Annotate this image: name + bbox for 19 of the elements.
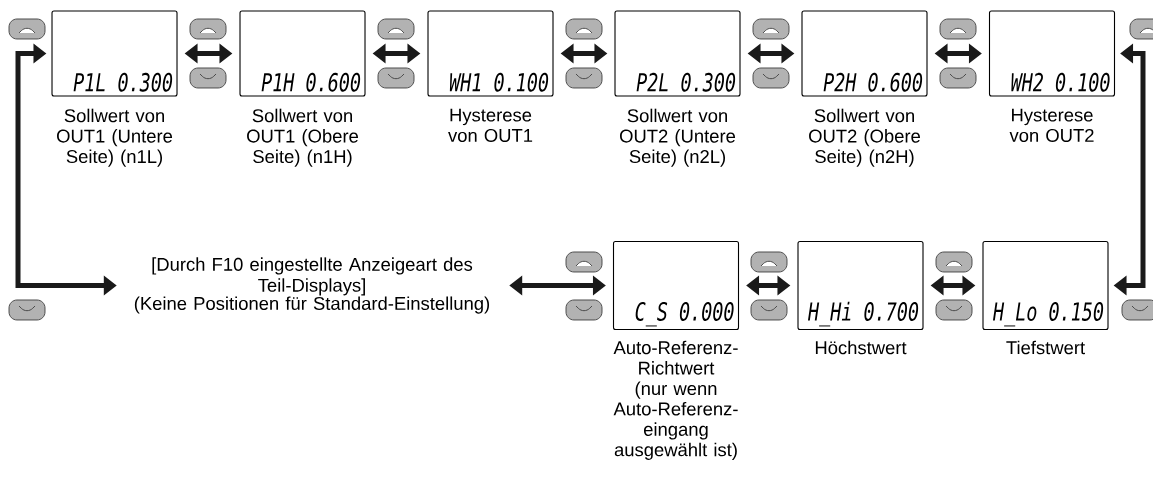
note-text: [Durch F10 eingestellte Anzeigeart des Teil-Displays] (Keine Positionen für Standard-Einstellung) [134,257,490,314]
display-screen: WH2 0.100 [988,10,1116,97]
node-label: Auto-Referenz-Richtwert (nur wenn Auto-Referenz-eingang ausgewählt ist) [613,340,738,460]
display-screen: H_Lo 0.150 [982,241,1109,330]
node-label: Höchstwert [815,340,907,355]
node-label: Hysterese von OUT2 [1009,108,1094,142]
display-screen: P2L 0.300 [614,10,741,97]
display-screen: C_S 0.000 [612,241,740,330]
node-label: Hysterese von OUT1 [448,108,533,142]
display-screen: P2H 0.600 [801,10,928,97]
display-screen: WH1 0.100 [427,10,554,97]
display-screen: P1H 0.600 [239,10,366,97]
node-label: Sollwert von OUT1 (Obere Seite) (n1H) [247,108,358,167]
node-label: Sollwert von OUT2 (Untere Seite) (n2L) [620,108,736,167]
display-screen: P1L 0.300 [51,10,178,97]
display-screen: H_Hi 0.700 [797,241,924,330]
node-label: Sollwert von OUT2 (Obere Seite) (n2H) [809,108,920,167]
node-label: Tiefstwert [1006,340,1085,355]
node-label: Sollwert von OUT1 (Untere Seite) (n1L) [57,108,173,167]
